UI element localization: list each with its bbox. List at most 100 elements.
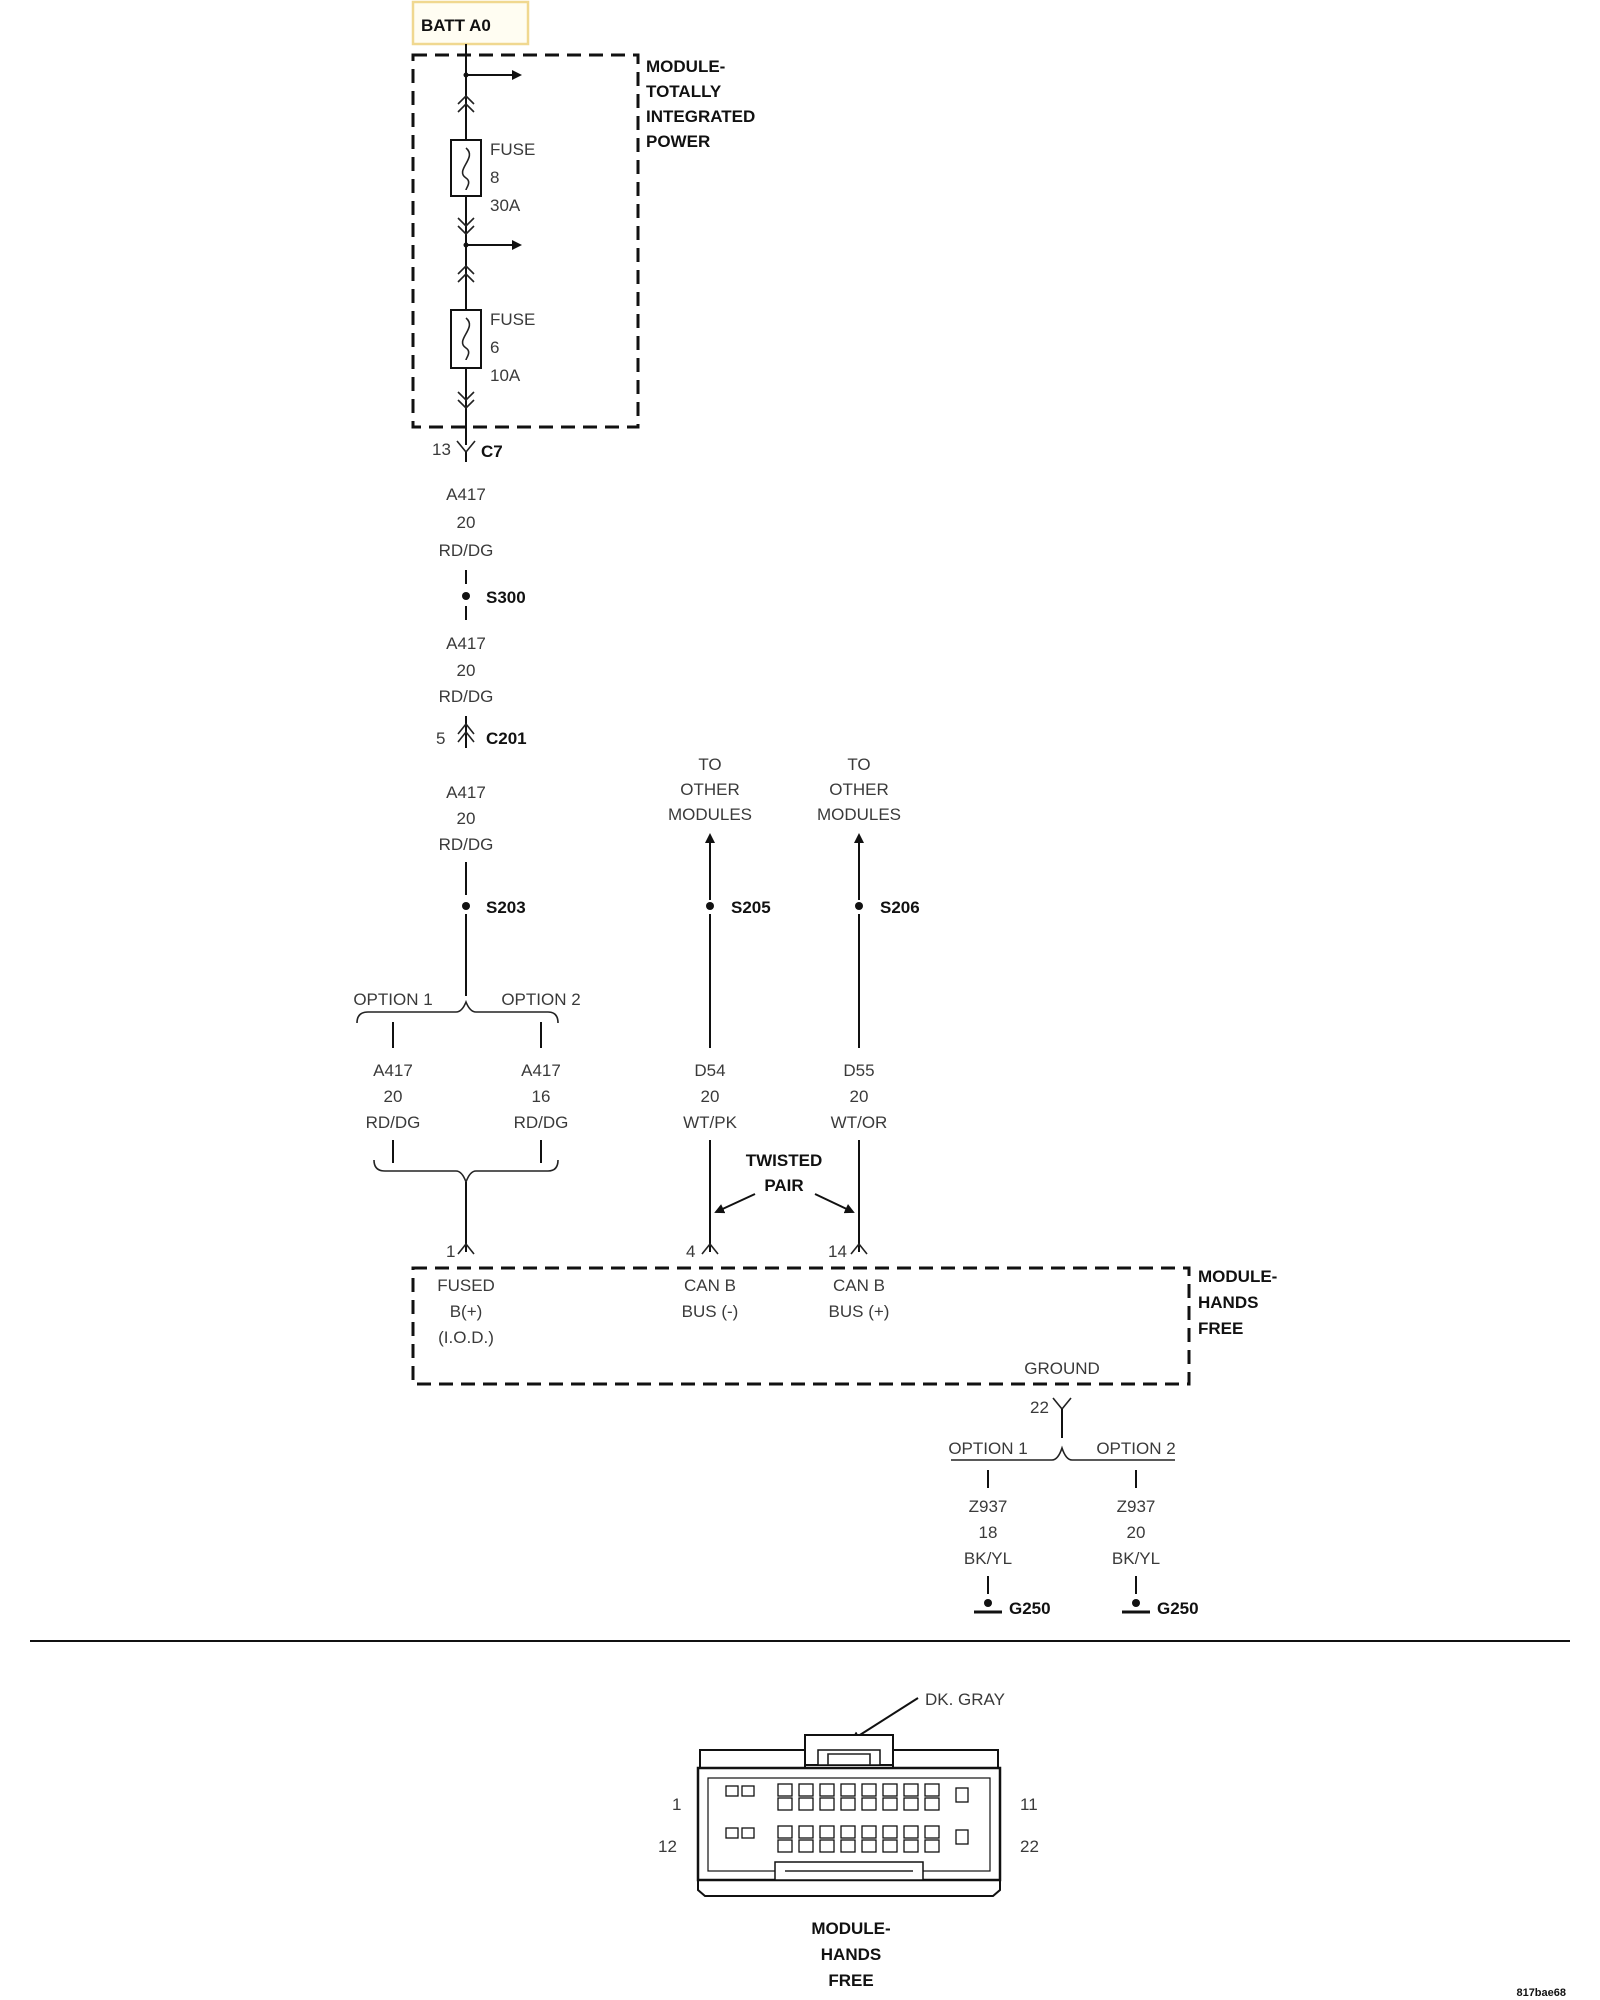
tipm-name-2: TOTALLY: [646, 82, 722, 101]
wire-d55-gauge: 20: [850, 1087, 869, 1106]
wire-opt1-color: RD/DG: [366, 1113, 421, 1132]
wire-a417-1-circuit: A417: [446, 485, 486, 504]
option-1-bottom: OPTION 1: [948, 1439, 1027, 1458]
wire-opt2-gauge: 16: [532, 1087, 551, 1106]
wire-z937-2-circuit: Z937: [1117, 1497, 1156, 1516]
wire-opt2-color: RD/DG: [514, 1113, 569, 1132]
hfm-pin-22: 22: [1030, 1398, 1049, 1417]
hfm-ground-label: GROUND: [1024, 1359, 1100, 1378]
options-top-brace: OPTION 1 OPTION 2: [353, 990, 581, 1048]
fuse-6-rating: 10A: [490, 366, 521, 385]
wire-opt1-circuit: A417: [373, 1061, 413, 1080]
batt-a0-box: BATT A0: [411, 0, 530, 46]
connector-pin-12: 12: [658, 1837, 677, 1856]
wire-a417-3-color: RD/DG: [439, 835, 494, 854]
to-other-left-2: OTHER: [680, 780, 740, 799]
batt-a0-label: BATT A0: [421, 16, 491, 35]
fuse-6-number: 6: [490, 338, 499, 357]
connector-c7: 13 C7: [432, 440, 503, 461]
wire-z937-1-color: BK/YL: [964, 1549, 1012, 1568]
tipm-module: MODULE- TOTALLY INTEGRATED POWER: [411, 53, 755, 429]
hfm-pin-14: 14: [828, 1242, 847, 1261]
tipm-name-4: POWER: [646, 132, 710, 151]
hfm-input-pins: 1 4 14: [446, 1242, 868, 1261]
cavity-row-2: [725, 1825, 969, 1853]
connector-pin-1: 1: [672, 1795, 681, 1814]
wire-z937-1-gauge: 18: [979, 1523, 998, 1542]
hfm-canb-plus-2: BUS (+): [829, 1302, 890, 1321]
fuse-8-label: FUSE: [490, 140, 535, 159]
c201-pin: 5: [436, 729, 445, 748]
image-code: 817bae68: [1516, 1987, 1566, 1999]
wire-z937-option-2: Z937 20 BK/YL G250: [1112, 1497, 1199, 1618]
hfm-name-3: FREE: [1198, 1319, 1243, 1338]
hfm-name-2: HANDS: [1198, 1293, 1258, 1312]
wire-d54-gauge: 20: [701, 1087, 720, 1106]
power-feed-wire: [457, 44, 522, 445]
option-2-bottom: OPTION 2: [1096, 1439, 1175, 1458]
connector-name-2: HANDS: [821, 1945, 881, 1964]
wire-opt2-circuit: A417: [521, 1061, 561, 1080]
options-bottom-brace: [373, 1159, 559, 1252]
wire-a417-2-circuit: A417: [446, 634, 486, 653]
connector-color-label: DK. GRAY: [925, 1690, 1005, 1709]
hfm-name-1: MODULE-: [1198, 1267, 1277, 1286]
wire-z937-option-1: Z937 18 BK/YL G250: [964, 1497, 1051, 1618]
option-2-top: OPTION 2: [501, 990, 580, 1009]
connector-c201: 5 C201: [436, 716, 527, 748]
connector-pin-11: 11: [1020, 1795, 1038, 1814]
twisted-pair-1: TWISTED: [746, 1151, 823, 1170]
ground-circuit: 22 OPTION 1 OPTION 2: [948, 1397, 1176, 1488]
wire-d54-circuit: D54: [694, 1061, 725, 1080]
wire-d54-color: WT/PK: [683, 1113, 737, 1132]
hfm-fused-3: (I.O.D.): [438, 1328, 494, 1347]
hfm-pin-1: 1: [446, 1242, 455, 1261]
hfm-canb-minus-1: CAN B: [684, 1276, 736, 1295]
hfm-canb-plus-1: CAN B: [833, 1276, 885, 1295]
wire-a417-2-gauge: 20: [457, 661, 476, 680]
wire-opt1-gauge: 20: [384, 1087, 403, 1106]
connector-name-1: MODULE-: [811, 1919, 890, 1938]
wire-d54: TO OTHER MODULES S205 D54 20 WT/PK: [668, 755, 771, 1252]
tipm-name-1: MODULE-: [646, 57, 725, 76]
hfm-pin-4: 4: [686, 1242, 695, 1261]
splice-s203: S203: [462, 898, 526, 917]
wire-z937-2-color: BK/YL: [1112, 1549, 1160, 1568]
wire-a417-3-gauge: 20: [457, 809, 476, 828]
c7-name: C7: [481, 442, 503, 461]
wire-a417-1-color: RD/DG: [439, 541, 494, 560]
connector-face-view: DK. GRAY: [658, 1690, 1039, 1990]
fuse-8-number: 8: [490, 168, 499, 187]
hfm-fused-1: FUSED: [437, 1276, 495, 1295]
to-other-right-3: MODULES: [817, 805, 901, 824]
g250-left-label: G250: [1009, 1599, 1051, 1618]
connector-name-3: FREE: [828, 1971, 873, 1990]
to-other-left-1: TO: [698, 755, 721, 774]
wire-a417-3-circuit: A417: [446, 783, 486, 802]
cavity-row-1: [725, 1783, 969, 1811]
fuse-8: FUSE 8 30A: [450, 139, 535, 215]
c201-name: C201: [486, 729, 527, 748]
wire-z937-2-gauge: 20: [1127, 1523, 1146, 1542]
hfm-canb-minus-2: BUS (-): [682, 1302, 739, 1321]
g250-right-label: G250: [1157, 1599, 1199, 1618]
to-other-right-1: TO: [847, 755, 870, 774]
fuse-6-label: FUSE: [490, 310, 535, 329]
wire-d55-circuit: D55: [843, 1061, 874, 1080]
wire-d55: TO OTHER MODULES S206 D55 20 WT/OR: [817, 755, 920, 1252]
wire-d55-color: WT/OR: [831, 1113, 888, 1132]
twisted-pair-2: PAIR: [764, 1176, 803, 1195]
wire-option-1: A417 20 RD/DG: [366, 1061, 421, 1163]
connector-pin-22: 22: [1020, 1837, 1039, 1856]
splice-s300: S300: [462, 588, 526, 607]
wire-option-2: A417 16 RD/DG: [514, 1061, 569, 1163]
wire-a417-1: A417 20 RD/DG: [439, 485, 494, 584]
to-other-right-2: OTHER: [829, 780, 889, 799]
wire-z937-1-circuit: Z937: [969, 1497, 1008, 1516]
fuse-8-rating: 30A: [490, 196, 521, 215]
s203-label: S203: [486, 898, 526, 917]
s300-label: S300: [486, 588, 526, 607]
to-other-left-3: MODULES: [668, 805, 752, 824]
twisted-pair-callout: TWISTED PAIR: [714, 1151, 855, 1214]
wire-a417-2: A417 20 RD/DG: [439, 634, 494, 706]
